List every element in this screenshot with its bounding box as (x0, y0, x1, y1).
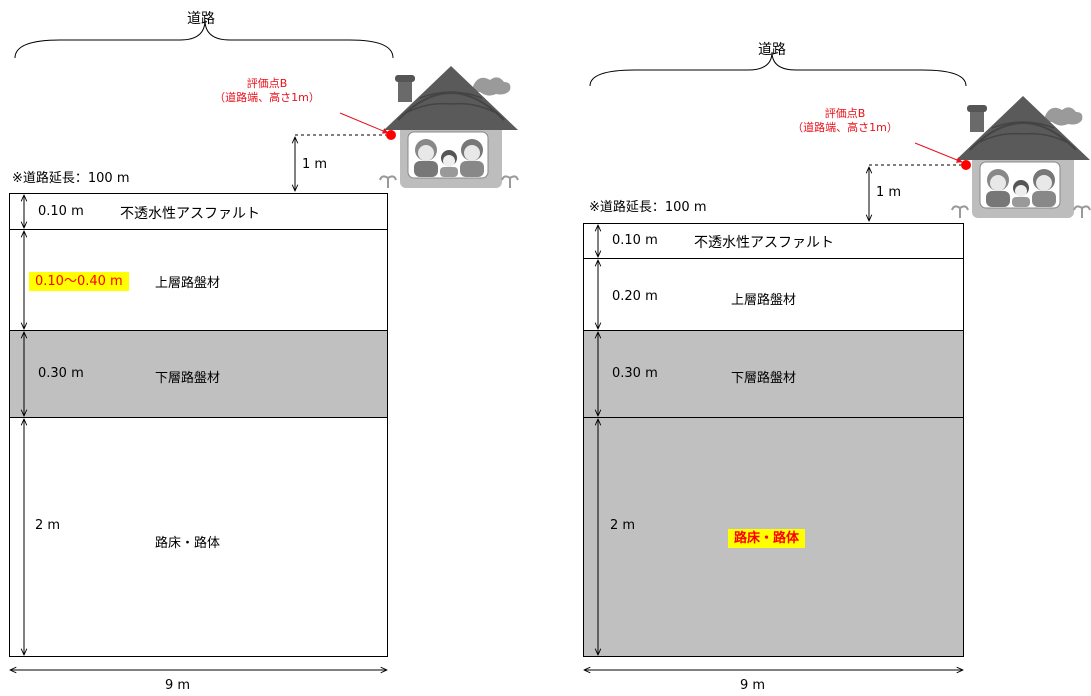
eval-point-title: 評価点B (824, 107, 866, 120)
house-icon (379, 65, 519, 189)
thickness-highlight: 0.10〜0.40 m (29, 272, 129, 291)
eval-point-title: 評価点B (246, 77, 288, 90)
road-label: 道路 (187, 11, 215, 27)
width-label: 9 m (740, 678, 766, 693)
layer-asphalt-name: 不透水性アスファルト (694, 235, 834, 251)
layer-subgrade-name: 路床・路体 (155, 536, 221, 551)
eval-point-subtitle: （道路端、高さ1m） (214, 91, 320, 104)
road-length-note: ※道路延長：100 m (12, 171, 130, 186)
layer-asphalt-thickness: 0.10 m (612, 233, 658, 248)
layer-subgrade-thickness: 2 m (35, 518, 61, 533)
layer-asphalt-thickness: 0.10 m (38, 204, 84, 219)
layer-lower-base-name: 下層路盤材 (155, 371, 221, 386)
eval-point-dot (961, 160, 971, 170)
house-icon (951, 95, 1091, 219)
layer-lower-base-thickness: 0.30 m (38, 366, 84, 381)
height-label: 1 m (876, 185, 902, 200)
eval-point-label: 評価点B （道路端、高さ1m） (770, 107, 920, 135)
layer-upper-base-name: 上層路盤材 (155, 276, 221, 291)
road-length-note: ※道路延長：100 m (589, 200, 707, 215)
layer-lower-base (9, 330, 388, 418)
layer-lower-base-name: 下層路盤材 (731, 371, 797, 386)
eval-point-subtitle: （道路端、高さ1m） (792, 121, 898, 134)
layer-upper-base (583, 258, 964, 331)
layer-asphalt (9, 193, 388, 230)
layer-asphalt (583, 223, 964, 259)
name-highlight: 路床・路体 (728, 529, 806, 548)
layer-upper-base-thickness: 0.10〜0.40 m (29, 270, 129, 291)
height-label: 1 m (302, 157, 328, 172)
road-label: 道路 (758, 42, 786, 58)
layer-lower-base-thickness: 0.30 m (612, 366, 658, 381)
width-label: 9 m (165, 678, 191, 693)
layer-subgrade-thickness: 2 m (610, 518, 636, 533)
eval-point-dot (386, 130, 396, 140)
layer-asphalt-name: 不透水性アスファルト (120, 206, 260, 222)
layer-upper-base-name: 上層路盤材 (731, 293, 797, 308)
layer-subgrade-name: 路床・路体 (728, 527, 806, 548)
layer-upper-base-thickness: 0.20 m (612, 289, 658, 304)
layer-subgrade (9, 417, 388, 657)
eval-point-label: 評価点B （道路端、高さ1m） (192, 77, 342, 105)
